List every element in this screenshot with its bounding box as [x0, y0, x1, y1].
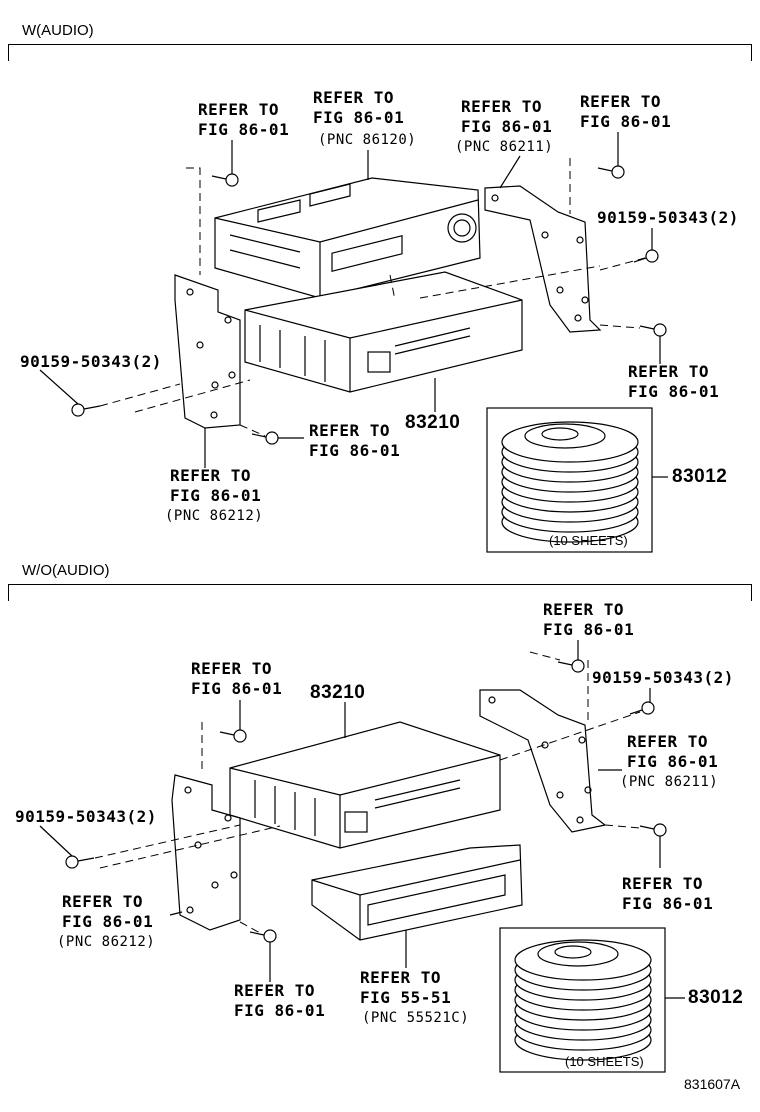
refer-label-top-e: REFER TO FIG 86-01: [628, 362, 720, 401]
bolt-part-number-bottom-left: 90159-50343(2): [15, 807, 157, 826]
section-title-with-audio: W(AUDIO): [22, 22, 94, 39]
radio-head-unit: [214, 177, 481, 299]
audio-unit-part-number-top: 83210: [405, 412, 461, 433]
refer-label-top-b: REFER TO FIG 86-01: [313, 88, 405, 127]
pnc-label-bottom-g: (PNC 55521C): [362, 1010, 470, 1026]
section-bracket-with-audio: [8, 44, 752, 61]
dashed-guides-bottom: [94, 651, 641, 935]
cd-stack-top: [486, 407, 668, 553]
audio-unit-box-top: [244, 271, 523, 393]
pnc-label-bottom-c: (PNC 86211): [620, 774, 719, 790]
bolt-part-number-top-left: 90159-50343(2): [20, 352, 162, 371]
refer-label-bottom-a: REFER TO FIG 86-01: [543, 600, 635, 639]
refer-label-bottom-d: REFER TO FIG 86-01: [622, 874, 714, 913]
disc-sheets-top: (10 SHEETS): [549, 533, 628, 548]
pnc-label-bottom-e: (PNC 86212): [57, 934, 156, 950]
right-bracket-bottom: [479, 689, 607, 833]
pnc-label-top-c: (PNC 86211): [455, 139, 554, 155]
section-title-without-audio: W/O(AUDIO): [22, 562, 110, 579]
refer-label-bottom-c: REFER TO FIG 86-01: [627, 732, 719, 771]
refer-label-top-a: REFER TO FIG 86-01: [198, 100, 290, 139]
right-bracket-top: [484, 185, 602, 333]
figure-id: 831607A: [684, 1076, 741, 1092]
audio-unit-part-number-bottom: 83210: [310, 682, 366, 703]
left-bracket-top: [174, 274, 241, 429]
bolts-bottom: [65, 659, 667, 943]
cd-stack-bottom: [499, 927, 685, 1073]
pnc-label-top-g: (PNC 86212): [165, 508, 264, 524]
refer-label-bottom-f: REFER TO FIG 86-01: [234, 981, 326, 1020]
disc-sheets-bottom: (10 SHEETS): [565, 1054, 644, 1069]
section-bracket-without-audio: [8, 584, 752, 601]
bolt-part-number-bottom-right: 90159-50343(2): [592, 668, 734, 687]
disc-part-number-top: 83012: [672, 466, 728, 487]
refer-label-top-d: REFER TO FIG 86-01: [580, 92, 672, 131]
refer-label-bottom-b: REFER TO FIG 86-01: [191, 659, 283, 698]
refer-label-top-f: REFER TO FIG 86-01: [309, 421, 401, 460]
refer-label-bottom-g: REFER TO FIG 55-51: [360, 968, 452, 1007]
left-bracket-bottom: [171, 774, 241, 931]
leaders-top: [39, 132, 661, 468]
disc-part-number-bottom: 83012: [688, 987, 744, 1008]
refer-label-top-c: REFER TO FIG 86-01: [461, 97, 553, 136]
dashed-guides-top: [99, 158, 646, 437]
audio-unit-box-bottom: [229, 721, 501, 849]
pocket-tray: [311, 844, 523, 941]
bolt-part-number-top-right: 90159-50343(2): [597, 208, 739, 227]
leaders-bottom: [39, 640, 661, 982]
refer-label-bottom-e: REFER TO FIG 86-01: [62, 892, 154, 931]
pnc-label-top-b: (PNC 86120): [318, 132, 417, 148]
refer-label-top-g: REFER TO FIG 86-01: [170, 466, 262, 505]
